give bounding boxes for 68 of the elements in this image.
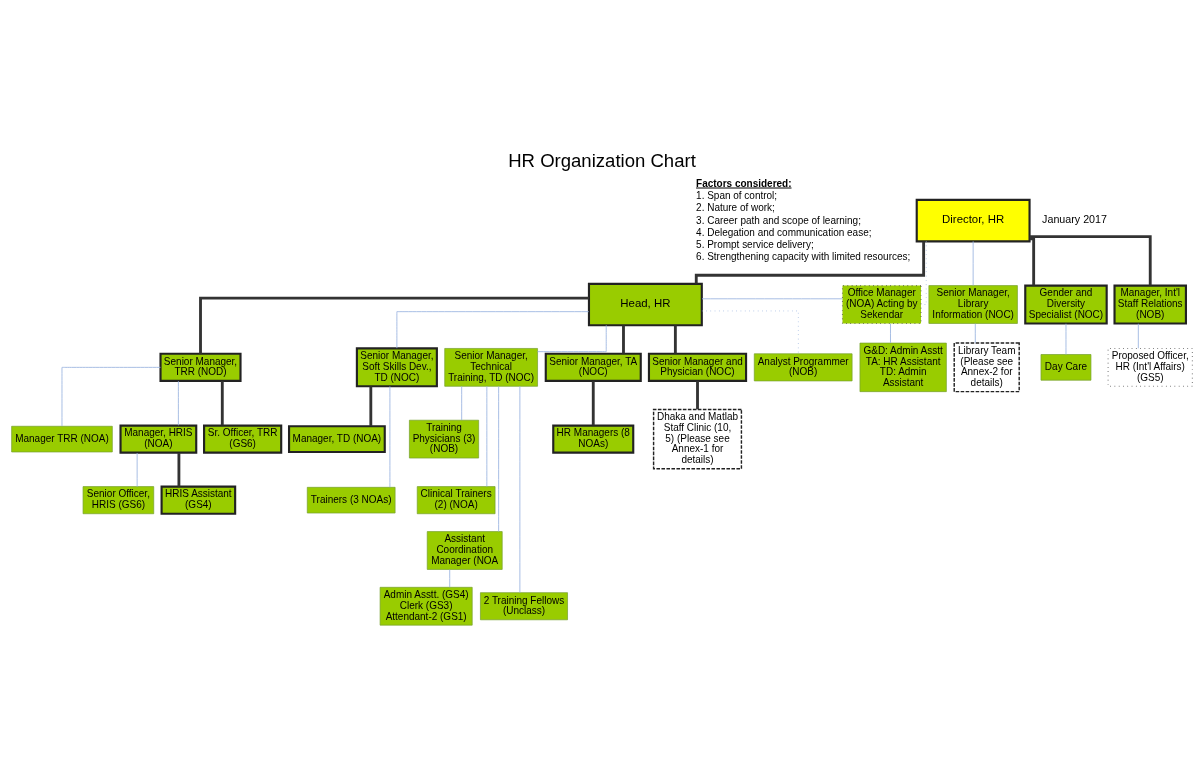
- node-box: Senior Manager, Soft Skills Dev., TD (NOC): [355, 347, 438, 388]
- connector: [701, 310, 799, 355]
- connector: [1029, 237, 1036, 286]
- connector: [673, 325, 677, 354]
- node-box: Office Manager (NOA) Acting by Sekendar: [841, 285, 922, 324]
- connector: [1065, 323, 1067, 355]
- node-box: Analyst Programmer (NOB): [753, 353, 853, 382]
- connector: [974, 323, 976, 344]
- connector: [369, 386, 373, 427]
- node-box: HR Managers (8 NOAs): [552, 424, 635, 454]
- label: 5. Prompt service delivery;: [696, 238, 814, 250]
- label: 3. Career path and scope of learning;: [696, 214, 861, 226]
- node-box: Senior Officer, HRIS (GS6): [82, 486, 155, 515]
- connector: [177, 380, 179, 426]
- node-box: Training Physicians (3) (NOB): [409, 419, 479, 459]
- node-box: Senior Manager, TRR (NOD): [159, 352, 242, 382]
- node-box: Director, HR: [915, 198, 1031, 243]
- connector: [396, 311, 590, 349]
- node-box: 2 Training Fellows (Unclass): [480, 592, 568, 621]
- label: 1. Span of control;: [696, 190, 778, 202]
- node-box: Proposed Officer, HR (Int'l Affairs) (GS5): [1107, 347, 1193, 387]
- node-box: Senior Manager and Physician (NOC): [647, 352, 748, 382]
- connector: [537, 324, 607, 353]
- node-box: Trainers (3 NOAs): [306, 486, 396, 514]
- node-box: HRIS Assistant (GS4): [160, 485, 237, 515]
- node-box: Day Care: [1040, 354, 1092, 381]
- node-box: Dhaka and Matlab Staff Clinic (10, 5) (Please see Annex-1 for details): [652, 408, 743, 470]
- connector: [449, 569, 451, 588]
- connector: [461, 386, 463, 421]
- connector: [61, 366, 161, 427]
- node-box: Manager, Int'l Staff Relations (NOB): [1113, 284, 1187, 325]
- connector: [486, 385, 488, 487]
- connector: [694, 241, 926, 284]
- connector: [498, 386, 500, 532]
- node-box: Head, HR: [587, 282, 703, 327]
- connector: [199, 296, 589, 354]
- connector: [220, 381, 224, 426]
- node-box: Library Team (Please see Annex-2 for details): [953, 342, 1020, 393]
- node-box: Manager, TD (NOA): [288, 425, 386, 454]
- connector: [591, 381, 595, 426]
- label: January 2017: [1042, 213, 1107, 226]
- node-box: Senior Manager, Technical Training, TD (NOC): [444, 348, 538, 387]
- connector: [1137, 323, 1139, 349]
- connector: [972, 240, 974, 286]
- connector: [1029, 235, 1152, 286]
- label: 6. Strengthening capacity with limited resources;: [696, 251, 911, 263]
- label: Factors considered:: [696, 177, 792, 189]
- label: 4. Delegation and communication ease;: [696, 226, 872, 238]
- label: 2. Nature of work;: [696, 202, 775, 214]
- node-box: Manager, HRIS (NOA): [119, 424, 198, 454]
- node-box: Clinical Trainers (2) (NOA): [416, 486, 496, 515]
- connector: [389, 385, 391, 488]
- node-box: Senior Manager, Library Information (NOC): [928, 285, 1018, 324]
- node-box: Manager TRR (NOA): [11, 425, 113, 453]
- node-box: Admin Asstt. (GS4) Clerk (GS3) Attendant-2 (GS1): [379, 586, 473, 626]
- node-box: G&D: Admin Asstt TA: HR Assistant TD: Admin Assistant: [859, 342, 947, 392]
- connector: [177, 453, 181, 487]
- connector: [136, 452, 138, 487]
- connector: [519, 385, 521, 593]
- connector: [890, 323, 891, 344]
- diagram-title: HR Organization Chart: [508, 149, 696, 171]
- node-box: Senior Manager, TA (NOC): [544, 352, 642, 382]
- connector: [696, 381, 699, 410]
- node-box: Gender and Diversity Specialist (NOC): [1024, 284, 1108, 325]
- node-box: Sr. Officer, TRR (GS6): [203, 424, 283, 454]
- node-box: Assistant Coordination Manager (NOA: [426, 531, 503, 570]
- connector: [622, 325, 625, 354]
- connector: [701, 298, 843, 300]
